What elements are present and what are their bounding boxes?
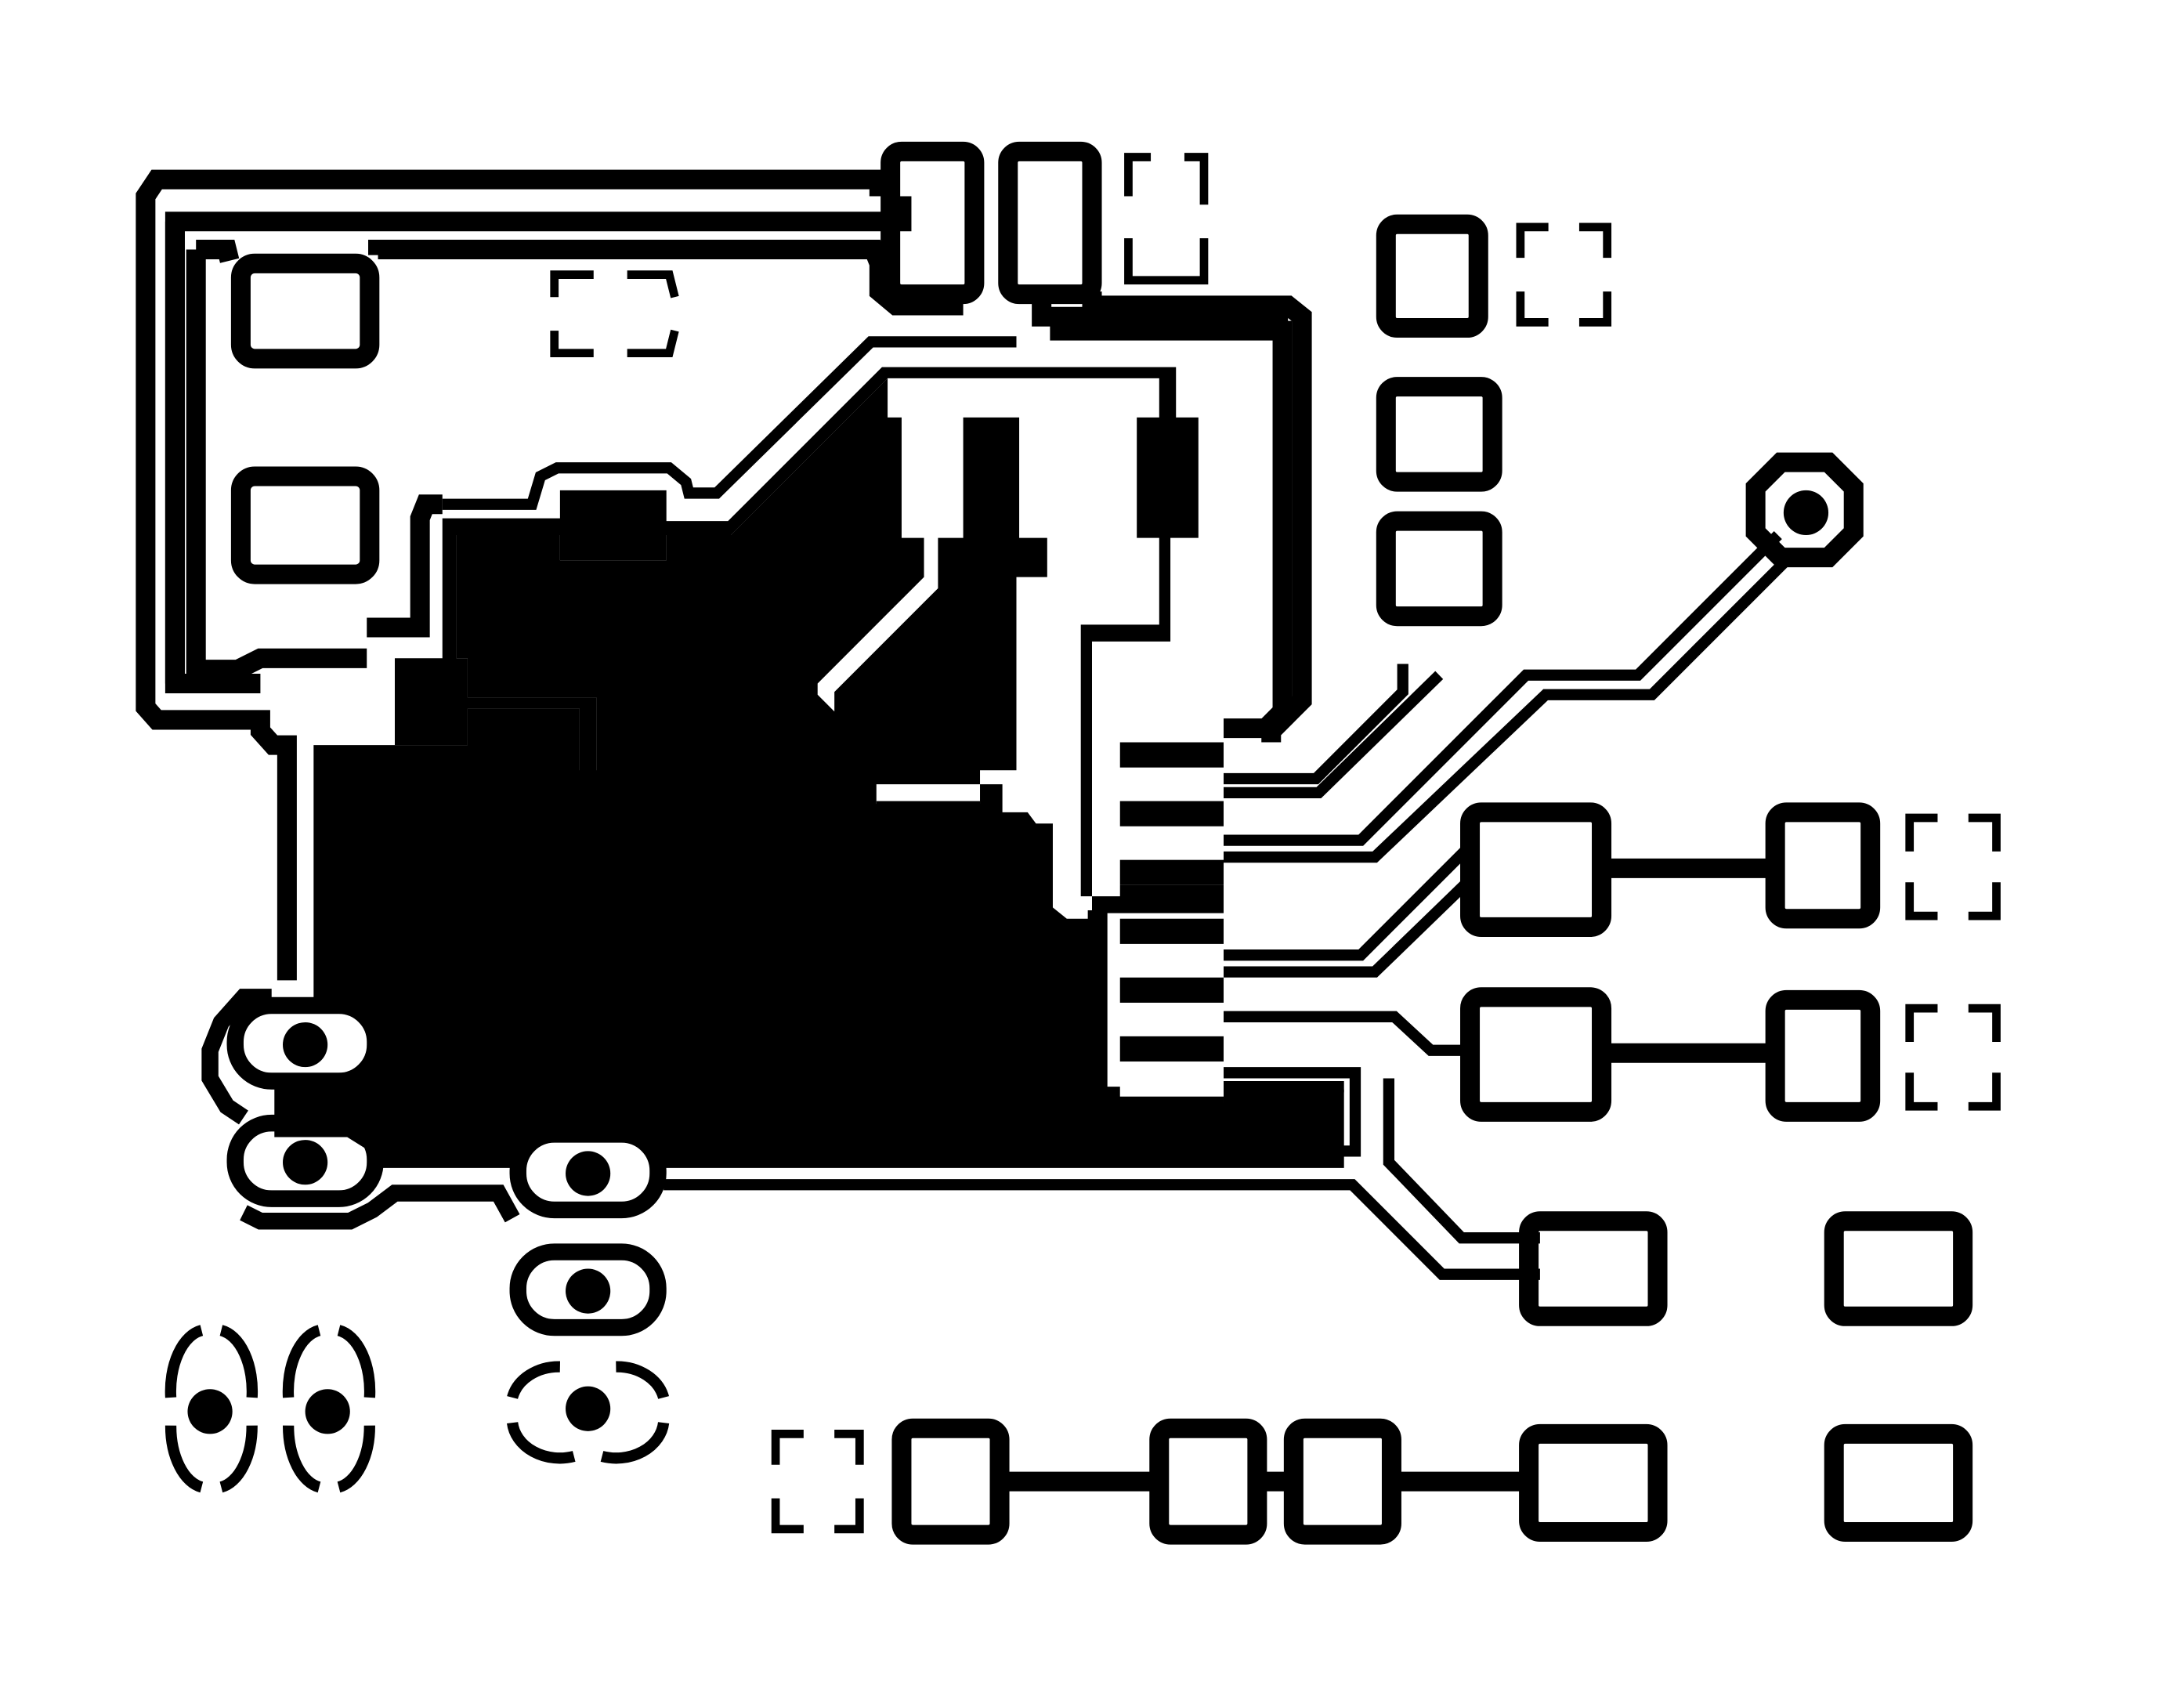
center-diagonal-trace — [442, 336, 1017, 510]
ic-pins-left-col — [876, 742, 981, 1062]
ground-outline-loop — [136, 169, 889, 981]
left-traces — [657, 930, 877, 1095]
bottom-dashed-pad — [771, 1430, 864, 1534]
top-right-pad-outline — [1124, 153, 1209, 285]
right-bottom-pads — [1519, 1211, 1973, 1543]
right-top-pads — [1376, 214, 1502, 627]
ic-body-outline — [981, 320, 1293, 1116]
header-holes — [566, 795, 611, 1431]
right-mid-pads — [1460, 802, 1881, 1122]
left-header-pads — [226, 996, 384, 1207]
right-traces — [664, 530, 1794, 1280]
right-mid-dashed-pads — [1905, 813, 2001, 1111]
left-header-trace — [201, 989, 520, 1230]
header-bottom-pad — [507, 1361, 670, 1464]
ic-small-dashed — [866, 1087, 996, 1105]
header-pads — [509, 770, 667, 1336]
right-mid-links — [1601, 858, 1776, 1063]
right-top-dashed-pad — [1516, 222, 1612, 327]
ic-pins-right-col — [1119, 742, 1224, 1062]
bottom-left-round-holes — [187, 1389, 350, 1434]
left-pads — [230, 253, 380, 584]
dashed-pad-top — [550, 270, 679, 358]
top-pad-group — [880, 141, 1102, 305]
left-edge-trace — [186, 239, 964, 680]
bottom-left-round-pads — [165, 1325, 376, 1493]
ground-outline-inner — [165, 196, 912, 693]
via-pad — [1745, 452, 1864, 568]
